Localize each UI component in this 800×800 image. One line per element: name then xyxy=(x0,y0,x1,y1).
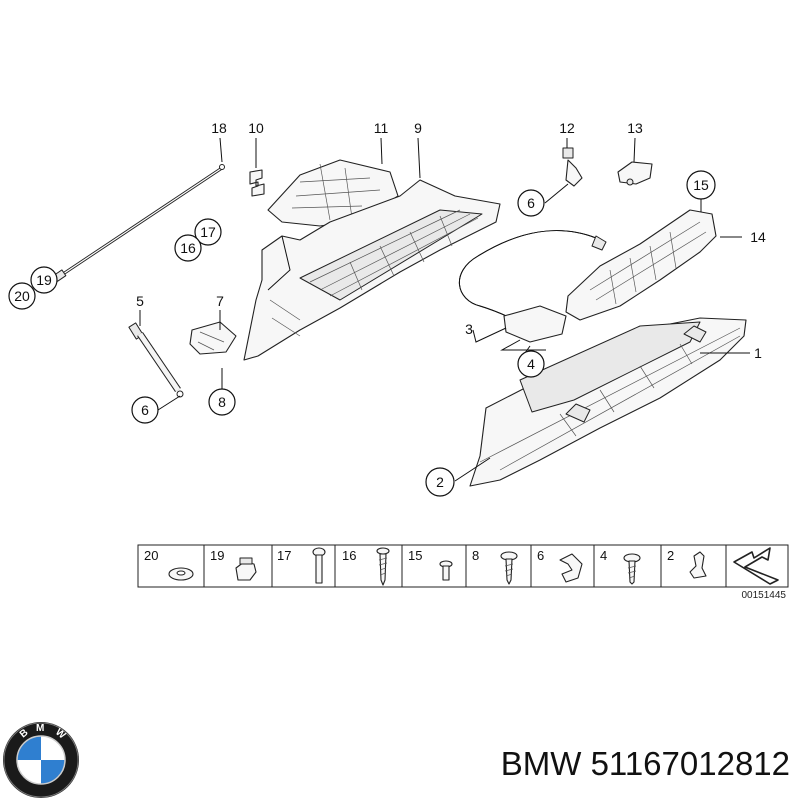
callout-4: 4 xyxy=(527,356,535,372)
hinge-part-7 xyxy=(189,321,237,355)
callout-17: 17 xyxy=(200,224,216,240)
legend-number-17: 17 xyxy=(277,548,291,563)
callout-12: 12 xyxy=(559,120,575,136)
callout-2: 2 xyxy=(436,474,444,490)
callout-14: 14 xyxy=(750,229,766,245)
callout-20: 20 xyxy=(14,288,30,304)
callout-circle-6a xyxy=(517,189,545,217)
callout-15: 15 xyxy=(693,177,709,193)
callout-18: 18 xyxy=(211,120,227,136)
callout-circle-4 xyxy=(517,350,545,378)
callout-16: 16 xyxy=(180,240,196,256)
diagram-reference-number: 00151445 xyxy=(742,590,787,601)
bracket-part-10 xyxy=(249,169,265,197)
legend-number-2: 2 xyxy=(667,548,674,563)
legend-number-8: 8 xyxy=(472,548,479,563)
callout-circle-17 xyxy=(194,218,222,246)
flange-screw-icon xyxy=(500,551,518,585)
callout-19: 19 xyxy=(36,272,52,288)
latch-part-13 xyxy=(617,161,653,186)
rail-part-14 xyxy=(565,209,717,321)
callout-labels: 18 10 11 9 12 13 15 14 6 17 16 19 20 5 7… xyxy=(8,120,766,497)
nut-icon xyxy=(235,557,257,581)
callout-circle-20 xyxy=(8,282,36,310)
clip-icon xyxy=(559,553,583,583)
lid-part-1 xyxy=(469,317,747,487)
callout-circle-6b xyxy=(131,396,159,424)
legend-number-20: 20 xyxy=(144,548,158,563)
cable-part-3 xyxy=(459,230,607,343)
housing-part-9 xyxy=(243,179,501,361)
callout-circle-2 xyxy=(425,467,455,497)
screw-icon xyxy=(312,547,326,584)
rubber-buffer-icon xyxy=(689,551,707,579)
return-arrow-icon xyxy=(733,547,779,585)
callout-circle-19 xyxy=(30,266,58,294)
legend-number-16: 16 xyxy=(342,548,356,563)
callout-6a: 6 xyxy=(527,195,535,211)
callout-1: 1 xyxy=(754,345,762,361)
callout-circle-16 xyxy=(174,234,202,262)
hardware-legend: 20 19 17 16 15 8 xyxy=(137,544,789,588)
callout-10: 10 xyxy=(248,120,264,136)
callout-circle-8 xyxy=(208,388,236,416)
legend-number-19: 19 xyxy=(210,548,224,563)
callout-9: 9 xyxy=(414,120,422,136)
legend-number-6: 6 xyxy=(537,548,544,563)
callout-8: 8 xyxy=(218,394,226,410)
tapping-screw-icon xyxy=(376,547,390,586)
legend-number-4: 4 xyxy=(600,548,607,563)
part-title: BMW 51167012812 xyxy=(501,745,790,782)
legend-number-15: 15 xyxy=(408,548,422,563)
svg-text:M: M xyxy=(36,723,44,734)
callout-7: 7 xyxy=(216,293,224,309)
callout-circle-15 xyxy=(686,170,716,200)
bmw-logo-icon: B M W xyxy=(3,722,79,798)
callout-6b: 6 xyxy=(141,402,149,418)
washer-icon xyxy=(168,567,194,581)
callout-5: 5 xyxy=(136,293,144,309)
short-screw-icon xyxy=(439,560,453,581)
strut-part-5 xyxy=(128,322,184,398)
leader-lines xyxy=(139,137,750,482)
pan-screw-icon xyxy=(623,553,641,585)
cable-end-part-12 xyxy=(562,147,583,187)
callout-13: 13 xyxy=(627,120,643,136)
callout-11: 11 xyxy=(374,120,389,136)
callout-3: 3 xyxy=(465,321,473,337)
